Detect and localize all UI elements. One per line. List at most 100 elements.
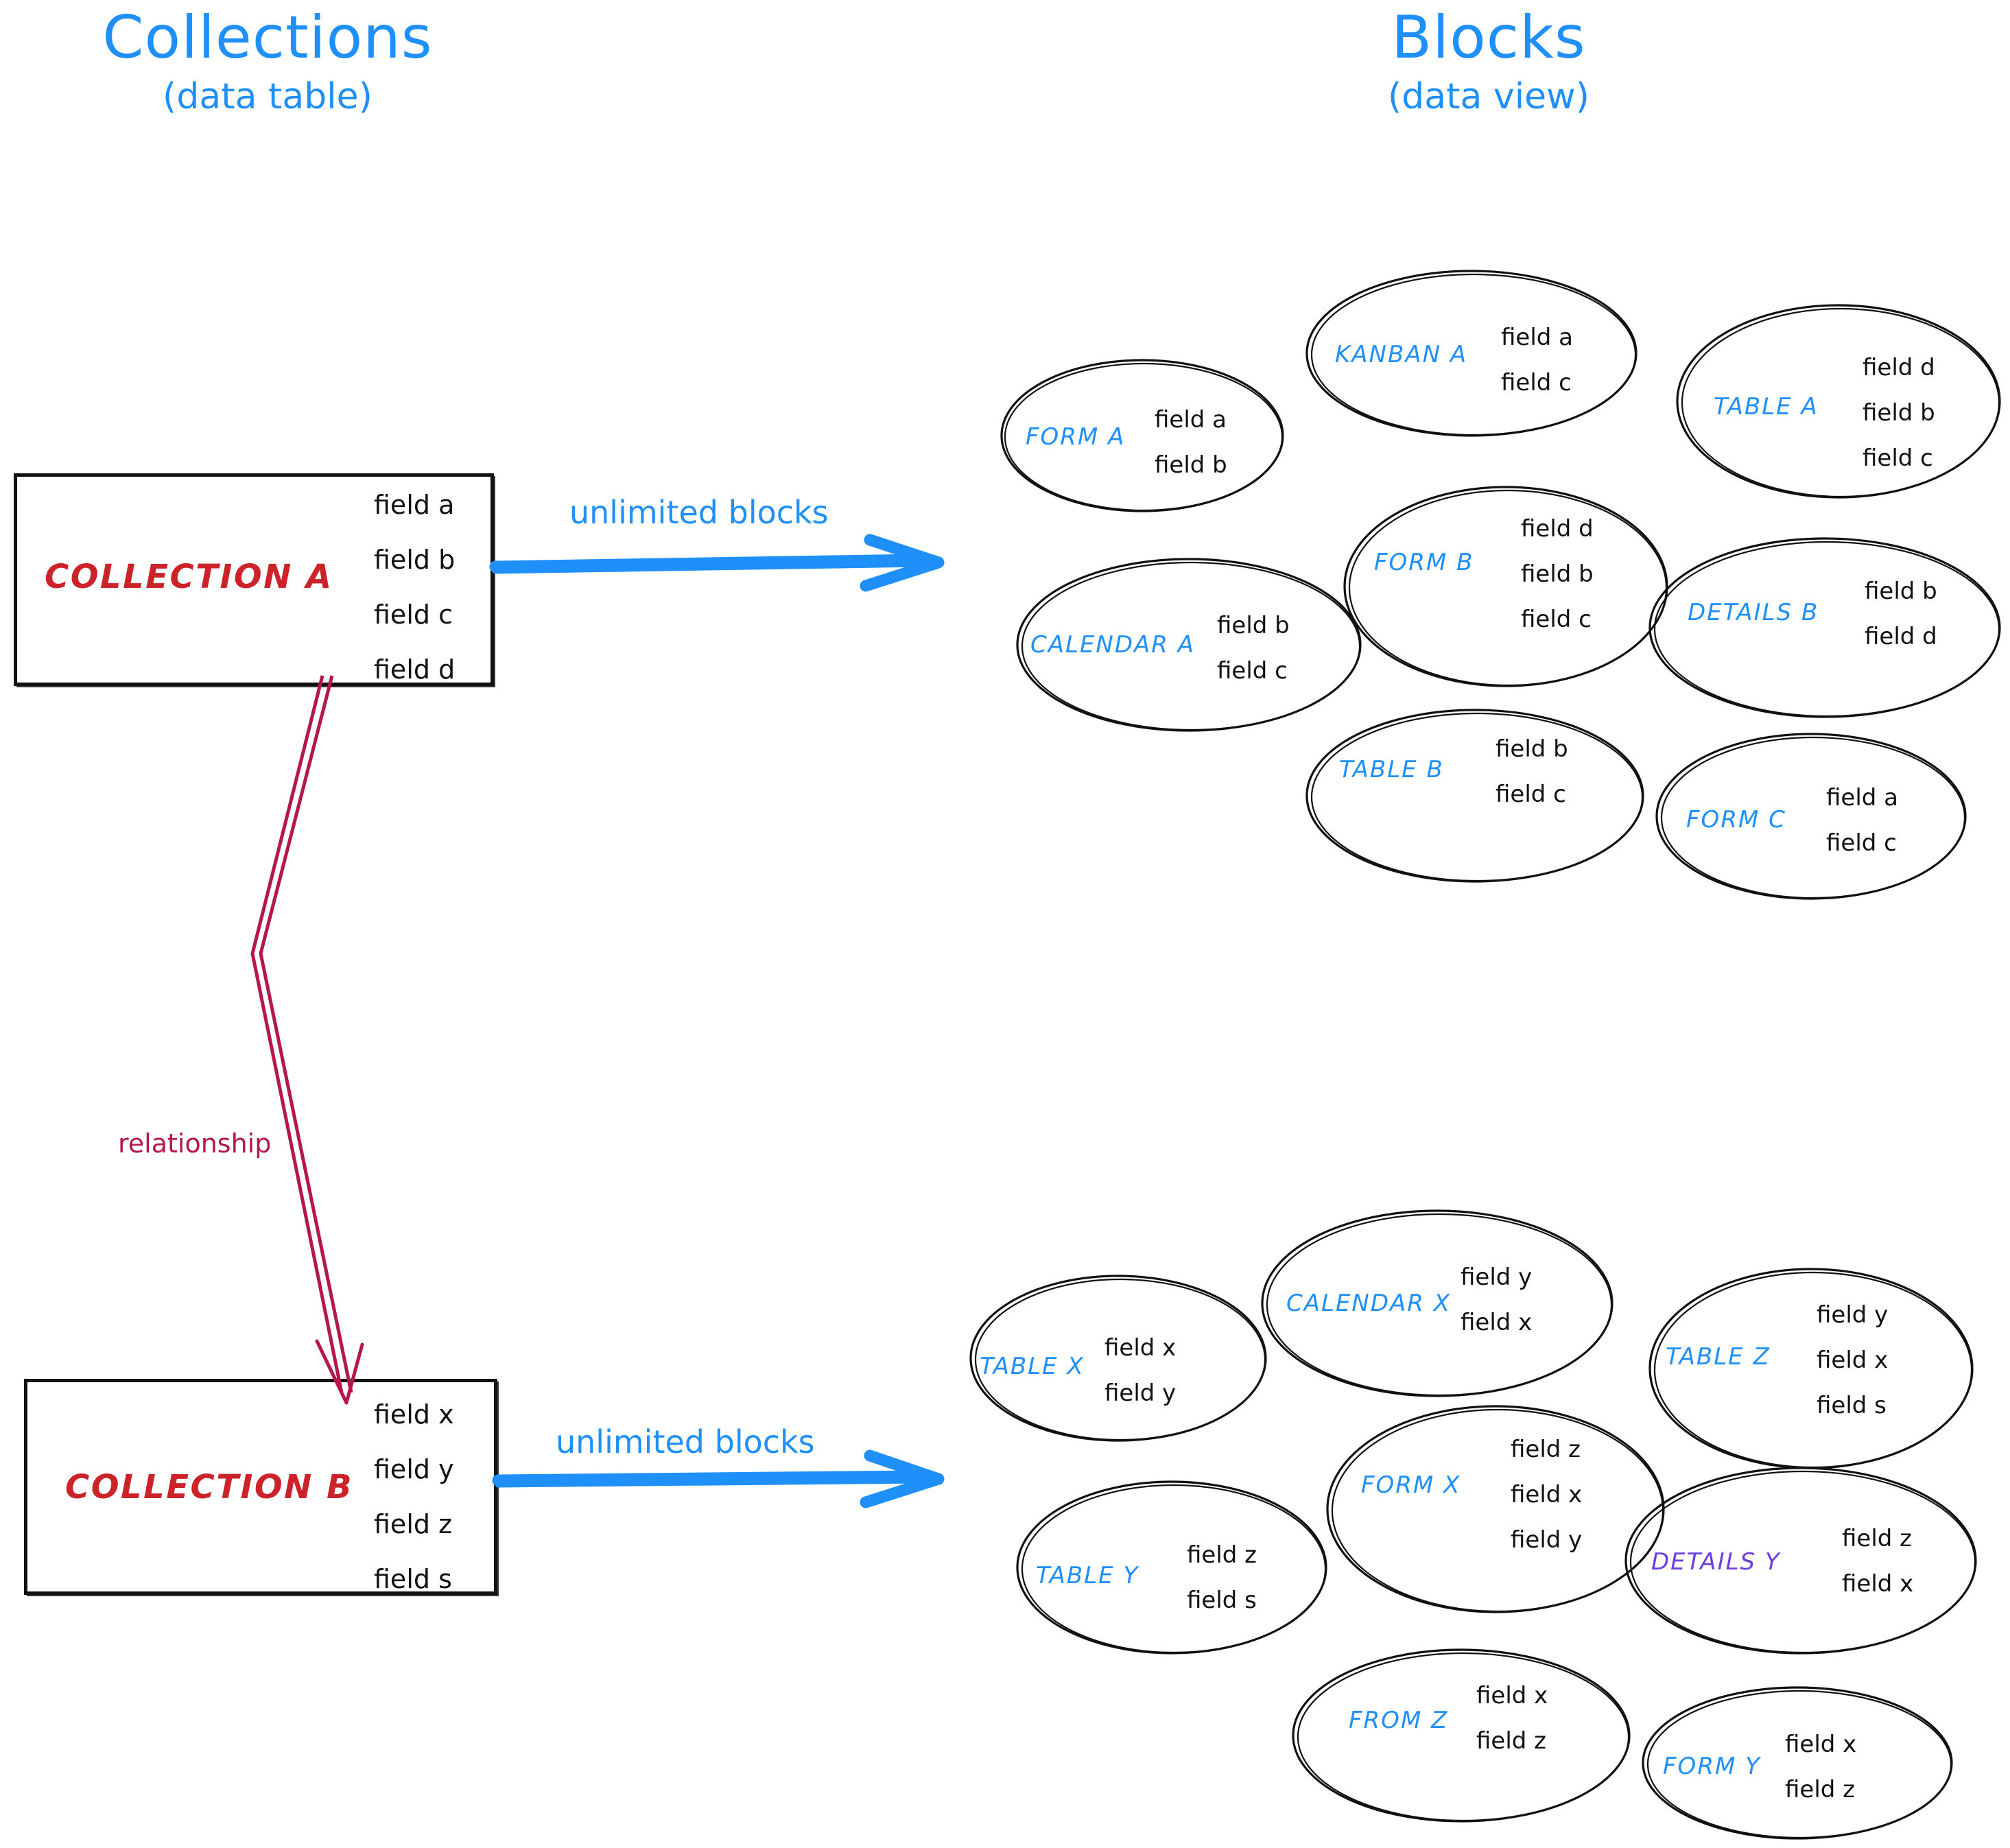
block-table-z[interactable]: TABLE Z field y field x field s	[1646, 1266, 1976, 1471]
field-item: field y	[1817, 1301, 1889, 1329]
field-item: field b	[1865, 578, 1937, 605]
field-item: field x	[374, 1399, 454, 1430]
relationship-connector	[250, 675, 364, 1405]
collection-b-label: COLLECTION B	[65, 1468, 354, 1506]
block-form-a[interactable]: FORM A field a field b	[998, 357, 1286, 514]
field-item: field z	[1476, 1727, 1547, 1755]
page-title-collections: Collections (data table)	[14, 7, 521, 116]
field-item: field z	[1785, 1776, 1856, 1803]
block-kanban-a[interactable]: KANBAN A field a field c	[1303, 268, 1640, 439]
field-item: field c	[1501, 369, 1572, 396]
ellipse-outline	[1016, 558, 1362, 732]
page-title-blocks: Blocks (data view)	[1235, 7, 1742, 116]
block-details-y[interactable]: DETAILS Y field z field x	[1622, 1465, 1979, 1657]
block-field-list: field d field b field c	[1863, 354, 1935, 472]
ellipse-outline	[1305, 270, 1637, 437]
field-item: field c	[1826, 829, 1897, 857]
block-form-y[interactable]: FORM Y field x field z	[1640, 1684, 1955, 1842]
block-label: CALENDAR A	[1030, 631, 1195, 659]
block-field-list: field x field z	[1785, 1731, 1856, 1803]
field-item: field y	[1104, 1379, 1177, 1407]
field-item: field x	[1511, 1481, 1583, 1508]
block-from-z[interactable]: FROM Z field x field z	[1290, 1646, 1633, 1825]
collection-a-box[interactable]: COLLECTION A field a field b field c fie…	[14, 473, 494, 686]
ellipse-outline	[1624, 1467, 1977, 1655]
blocks-title: Blocks	[1391, 3, 1586, 72]
block-calendar-a[interactable]: CALENDAR A field b field c	[1014, 556, 1364, 734]
block-field-list: field z field s	[1187, 1541, 1257, 1614]
block-table-a[interactable]: TABLE A field d field b field c	[1674, 302, 2003, 501]
block-details-b[interactable]: DETAILS B field b field d	[1646, 535, 2003, 720]
block-label: DETAILS B	[1688, 599, 1819, 626]
field-item: field b	[374, 545, 456, 575]
block-field-list: field a field b	[1155, 406, 1227, 479]
collection-a-label: COLLECTION A	[45, 558, 333, 596]
field-item: field d	[1863, 354, 1935, 381]
block-table-x[interactable]: TABLE X field x field y	[967, 1272, 1269, 1444]
field-item: field a	[1501, 324, 1574, 351]
field-item: field z	[374, 1509, 453, 1539]
block-label: FORM B	[1374, 549, 1474, 576]
field-item: field d	[1865, 623, 1937, 650]
block-label: DETAILS Y	[1651, 1548, 1781, 1576]
block-table-b[interactable]: TABLE B field b field c	[1303, 707, 1646, 885]
collection-b-box[interactable]: COLLECTION B field x field y field z fie…	[24, 1379, 497, 1595]
block-label: TABLE X	[980, 1353, 1085, 1380]
field-item: field b	[1155, 451, 1227, 479]
block-field-list: field b field c	[1495, 735, 1568, 808]
field-item: field b	[1863, 399, 1935, 427]
ellipse-outline	[1261, 1209, 1613, 1397]
block-label: KANBAN A	[1335, 341, 1468, 368]
ellipse-outline	[1292, 1648, 1631, 1823]
field-item: field x	[1104, 1334, 1177, 1362]
field-item: field x	[1842, 1570, 1914, 1598]
block-label: TABLE Y	[1036, 1562, 1139, 1589]
ellipse-outline	[1016, 1480, 1327, 1655]
unlimited-blocks-label-top: unlimited blocks	[569, 494, 829, 531]
field-item: field c	[1863, 445, 1933, 472]
block-table-y[interactable]: TABLE Y field z field s	[1014, 1478, 1329, 1657]
block-label: CALENDAR X	[1286, 1290, 1452, 1317]
block-label: FROM Z	[1349, 1707, 1449, 1734]
block-label: TABLE B	[1339, 756, 1444, 783]
block-field-list: field z field x field y	[1511, 1436, 1582, 1554]
collection-b-field-list: field x field y field z field s	[374, 1401, 454, 1592]
block-field-list: field a field c	[1501, 324, 1573, 396]
ellipse-outline	[1648, 537, 2001, 718]
field-item: field c	[1495, 781, 1566, 808]
field-item: field s	[1817, 1392, 1887, 1419]
blocks-subtitle: (data view)	[1388, 76, 1589, 118]
field-item: field x	[1461, 1309, 1533, 1336]
block-label: TABLE A	[1714, 393, 1819, 420]
field-item: field x	[1817, 1347, 1889, 1374]
unlimited-blocks-arrow-top	[489, 534, 945, 592]
block-field-list: field b field d	[1865, 578, 1937, 650]
block-calendar-x[interactable]: CALENDAR X field y field x	[1259, 1207, 1616, 1399]
field-item: field a	[1155, 406, 1227, 434]
field-item: field c	[374, 600, 453, 630]
block-form-x[interactable]: FORM X field z field x field y	[1324, 1403, 1667, 1615]
block-field-list: field y field x	[1461, 1264, 1532, 1336]
ellipse-outline	[1642, 1686, 1953, 1840]
ellipse-outline	[1343, 486, 1668, 687]
ellipse-outline	[969, 1275, 1267, 1442]
block-label: FORM X	[1361, 1471, 1461, 1499]
field-item: field x	[1785, 1731, 1857, 1758]
block-label: FORM A	[1026, 423, 1126, 451]
field-item: field b	[1495, 735, 1568, 763]
block-form-c[interactable]: FORM C field a field c	[1653, 731, 1969, 902]
field-item: field y	[1511, 1526, 1583, 1554]
block-field-list: field d field b field c	[1521, 515, 1594, 633]
field-item: field y	[374, 1454, 454, 1484]
ellipse-outline	[1305, 709, 1644, 883]
field-item: field a	[374, 490, 455, 520]
block-label: TABLE Z	[1666, 1343, 1771, 1371]
field-item: field b	[1521, 560, 1594, 588]
ellipse-outline	[1655, 733, 1967, 900]
field-item: field d	[374, 654, 456, 685]
block-field-list: field y field x field s	[1817, 1301, 1888, 1419]
field-item: field z	[1187, 1541, 1257, 1569]
block-form-b[interactable]: FORM B field d field b field c	[1341, 484, 1670, 689]
block-field-list: field x field z	[1476, 1682, 1548, 1755]
unlimited-blocks-label-bottom: unlimited blocks	[556, 1423, 815, 1460]
